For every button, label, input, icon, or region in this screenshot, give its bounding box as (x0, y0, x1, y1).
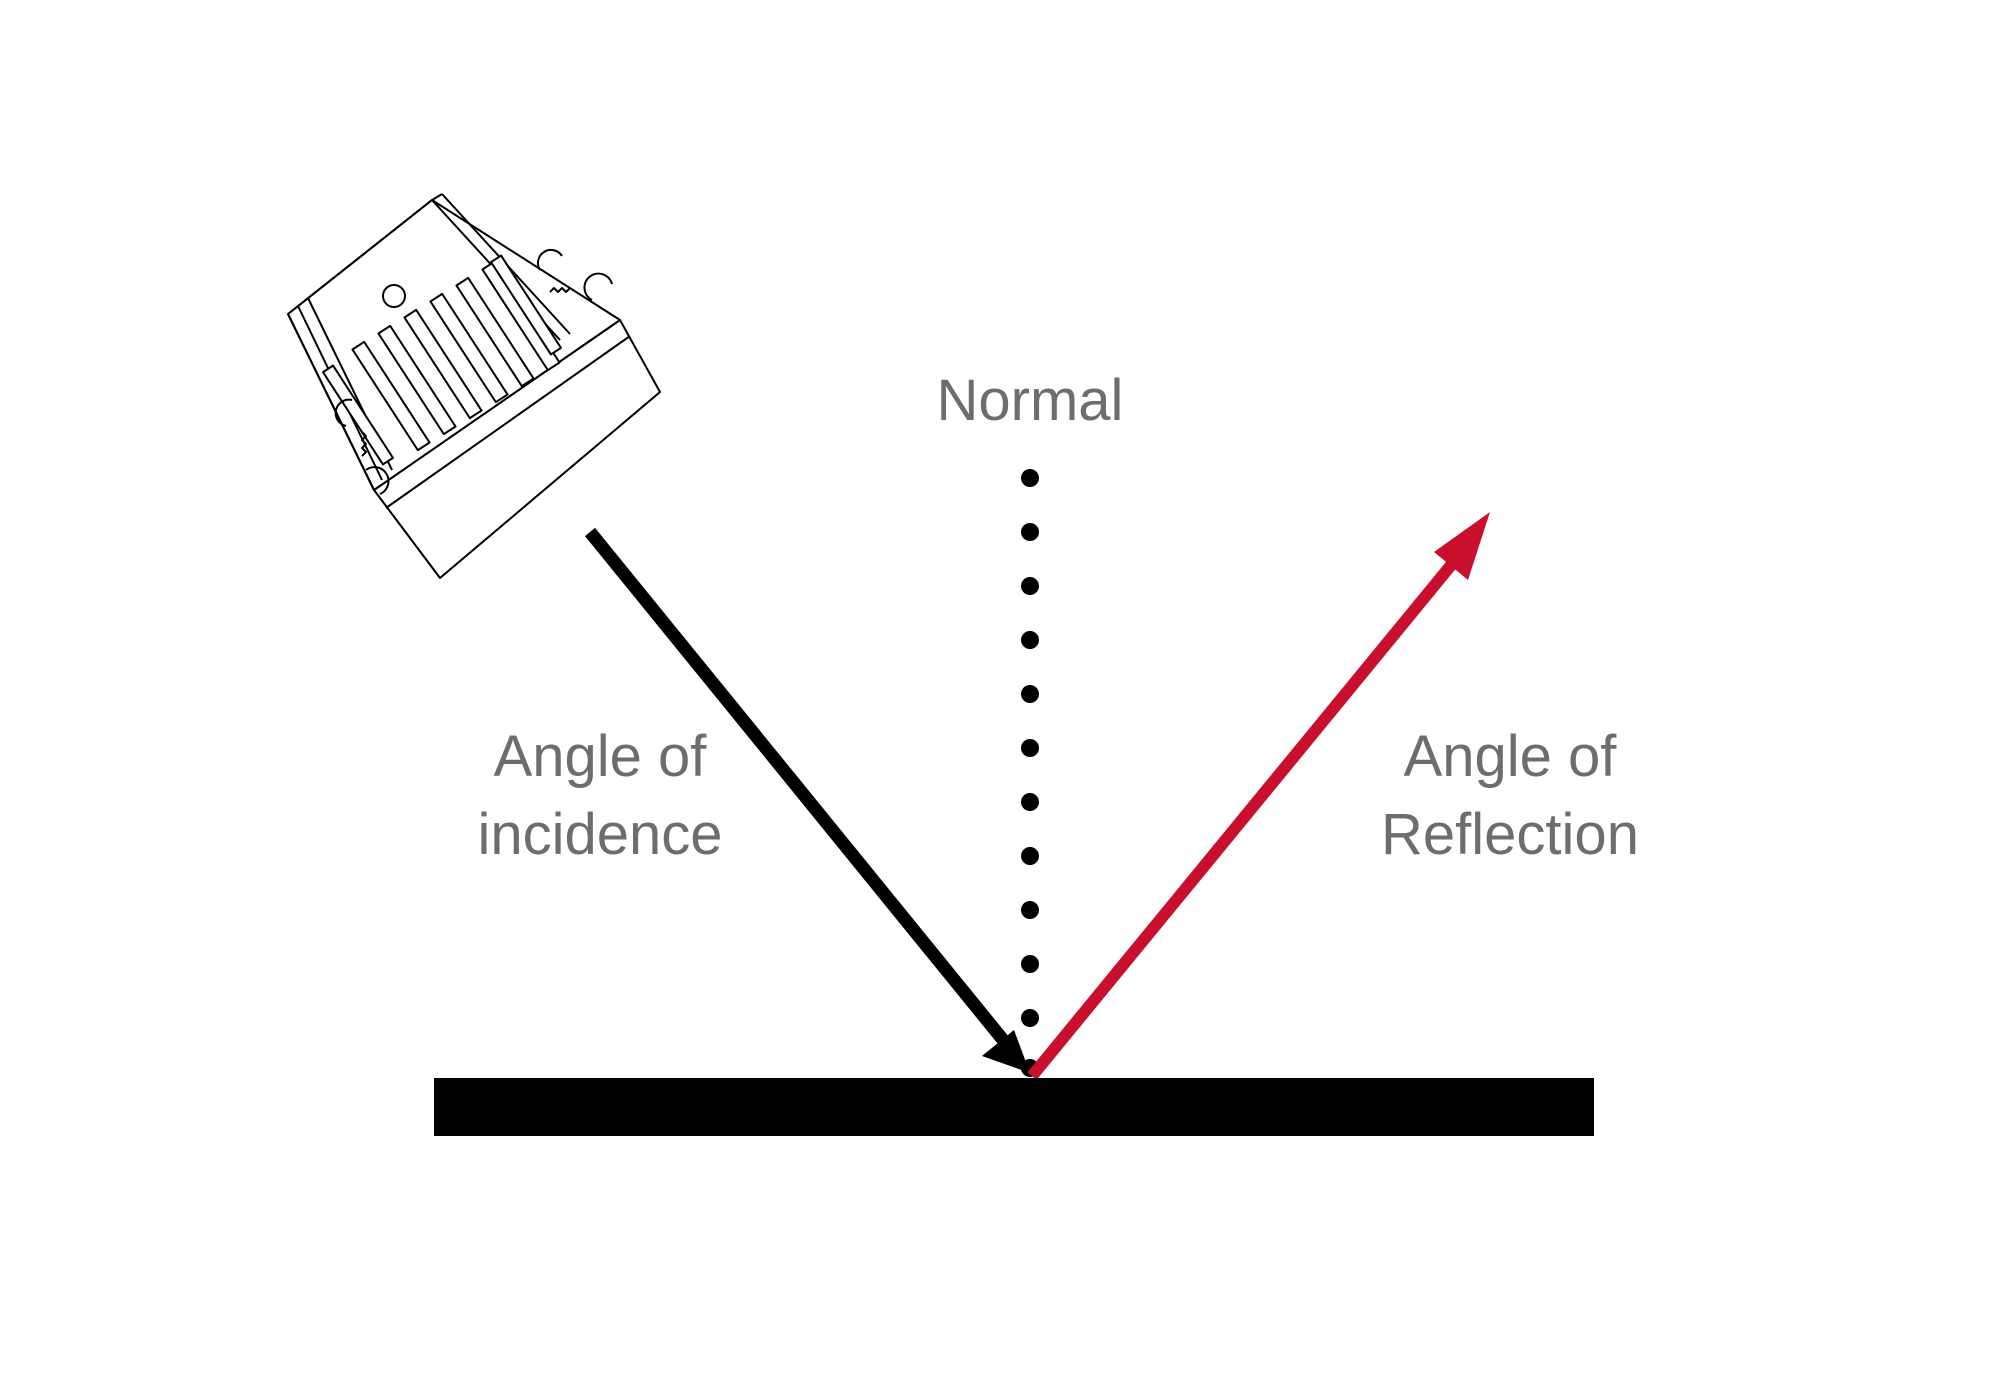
incident-ray (584, 527, 1030, 1073)
normal-label: Normal (880, 362, 1180, 440)
reflected-arrowhead (1434, 512, 1490, 580)
reflection-label-line1: Angle of (1403, 724, 1617, 789)
reflected-ray (1027, 512, 1490, 1080)
reflecting-surface (434, 1078, 1594, 1136)
normal-line (1021, 469, 1039, 1077)
incidence-label-line1: Angle of (493, 724, 707, 789)
projector-icon (287, 193, 661, 579)
incidence-label-line2: incidence (477, 802, 723, 867)
angle-of-incidence-label: Angle of incidence (450, 718, 750, 874)
reflection-label-line2: Reflection (1381, 802, 1639, 867)
normal-label-text: Normal (936, 368, 1124, 433)
angle-of-reflection-label: Angle of Reflection (1360, 718, 1660, 874)
incident-arrowhead (982, 1030, 1030, 1073)
